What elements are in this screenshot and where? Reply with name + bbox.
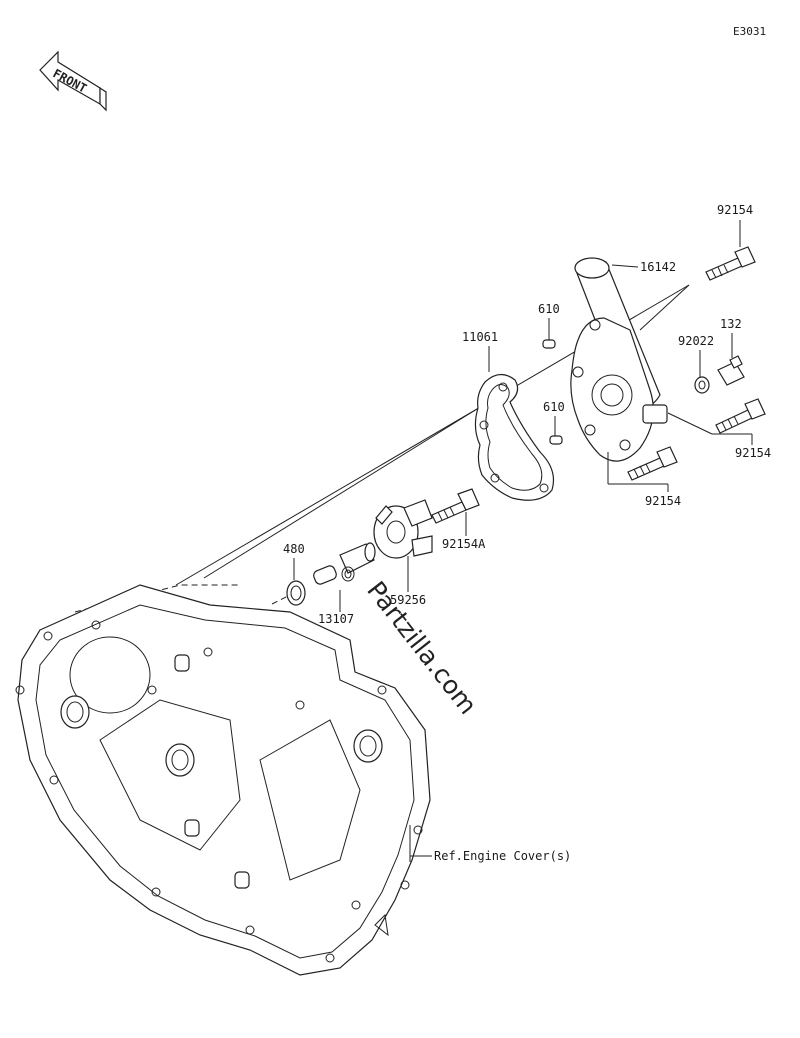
label-shaft: 13107 <box>318 612 354 626</box>
label-bolt-impeller: 92154A <box>442 537 486 551</box>
diagram-code: E3031 <box>733 25 766 38</box>
reference-note: Ref.Engine Cover(s) <box>434 849 571 863</box>
gasket-part <box>474 373 555 501</box>
washer-part <box>694 376 710 394</box>
leader-line-gasket <box>203 395 499 579</box>
label-dowel-lower: 610 <box>543 400 565 414</box>
label-washer: 92022 <box>678 334 714 348</box>
bolt-lower-part <box>627 446 678 481</box>
label-dowel-upper: 610 <box>538 302 560 316</box>
bolt-right-part <box>715 398 766 434</box>
dowel-pin-lower-part <box>549 435 563 445</box>
label-gasket: 11061 <box>462 330 498 344</box>
engine-cover-reference <box>15 584 431 976</box>
label-plug: 132 <box>720 317 742 331</box>
label-bolt-top: 92154 <box>717 203 753 217</box>
water-pump-cover-part <box>570 257 668 462</box>
bolt-top-part <box>705 246 756 281</box>
leader-line-cover <box>639 284 690 331</box>
leader-bracket-right <box>667 412 713 435</box>
front-arrow-icon: FRONT <box>39 50 107 112</box>
impeller-part <box>373 499 433 559</box>
oil-seal-part <box>286 580 306 606</box>
label-impeller: 59256 <box>390 593 426 607</box>
label-oil-seal: 480 <box>283 542 305 556</box>
label-bolt-lower: 92154 <box>645 494 681 508</box>
dowel-pin-upper-part <box>542 339 556 349</box>
pump-shaft-part <box>313 542 376 585</box>
label-pump-cover: 16142 <box>640 260 676 274</box>
label-bolt-right: 92154 <box>735 446 771 460</box>
bolt-impeller-part <box>431 488 480 524</box>
plug-bolt-part <box>717 355 745 386</box>
dashed-axis-1 <box>271 594 291 605</box>
